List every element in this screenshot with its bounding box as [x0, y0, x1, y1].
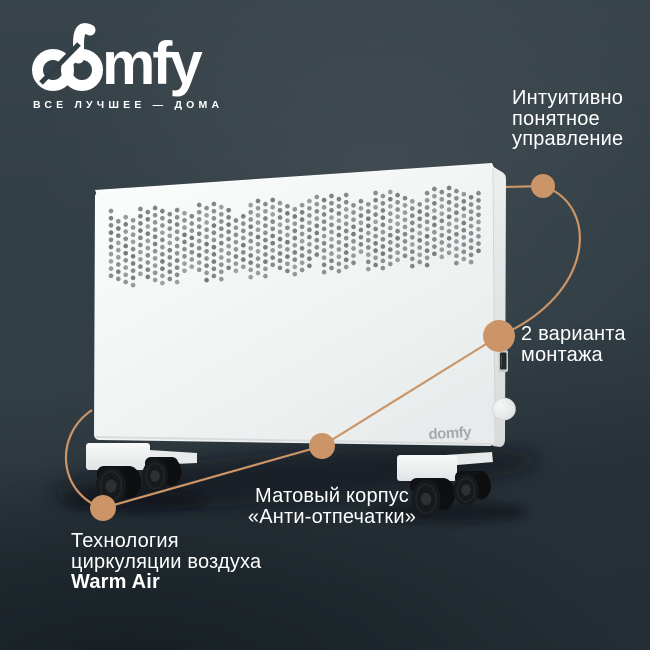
- callout-marker-airflow: [90, 495, 116, 521]
- callout-line: понятное: [512, 107, 600, 130]
- callout-line-body-airflow: [102, 335, 500, 510]
- callout-marker-mounting: [483, 320, 515, 352]
- callout-line-mounting: [498, 184, 581, 338]
- callout-line-left-arc: [64, 409, 104, 510]
- callout-line: 2 варианта: [521, 323, 626, 345]
- callout-highlight: Warm Air: [71, 571, 161, 593]
- callout-text-airflow: Технология циркуляции воздуха Warm Air: [71, 531, 261, 593]
- heater-front-panel: [94, 164, 495, 446]
- callout-text-control: Интуитивно понятное управление: [512, 88, 623, 150]
- callout-marker-control: [531, 174, 555, 198]
- callout-text-mounting: 2 варианта монтажа: [521, 324, 626, 365]
- callout-line: Интуитивно: [512, 87, 624, 109]
- callout-line: Матовый корпус: [255, 485, 409, 507]
- brand-logo: mfy: [30, 20, 245, 105]
- heater-side-panel: [492, 166, 506, 447]
- callout-line: монтажа: [521, 343, 603, 366]
- heater-bottom-seam: [95, 436, 494, 445]
- caster-wheel-back-right: [453, 471, 491, 506]
- logo-tail-text: mfy: [102, 30, 203, 97]
- callout-line: управление: [512, 128, 624, 150]
- callout-marker-body: [309, 433, 335, 459]
- power-switch: [498, 350, 508, 372]
- brand-logo-graphic: mfy: [32, 23, 206, 97]
- callout-text-body: Матовый корпус «Анти-отпечатки»: [248, 486, 416, 527]
- callout-line: Технология: [71, 530, 179, 552]
- caster-wheel-front-right: [410, 478, 455, 518]
- thermostat-knob: [492, 397, 516, 421]
- callout-line: «Анти-отпечатки»: [247, 505, 417, 528]
- callout-line: циркуляции воздуха: [71, 550, 262, 573]
- device-brand-label: domfy: [428, 424, 472, 443]
- perforation-pattern: [108, 185, 481, 288]
- caster-wheel-back-left: [142, 457, 182, 493]
- logo-do-ligature: [32, 23, 103, 91]
- heater-side-seam: [492, 167, 496, 445]
- brand-tagline: ВСЕ ЛУЧШЕЕ — ДОМА: [33, 99, 224, 111]
